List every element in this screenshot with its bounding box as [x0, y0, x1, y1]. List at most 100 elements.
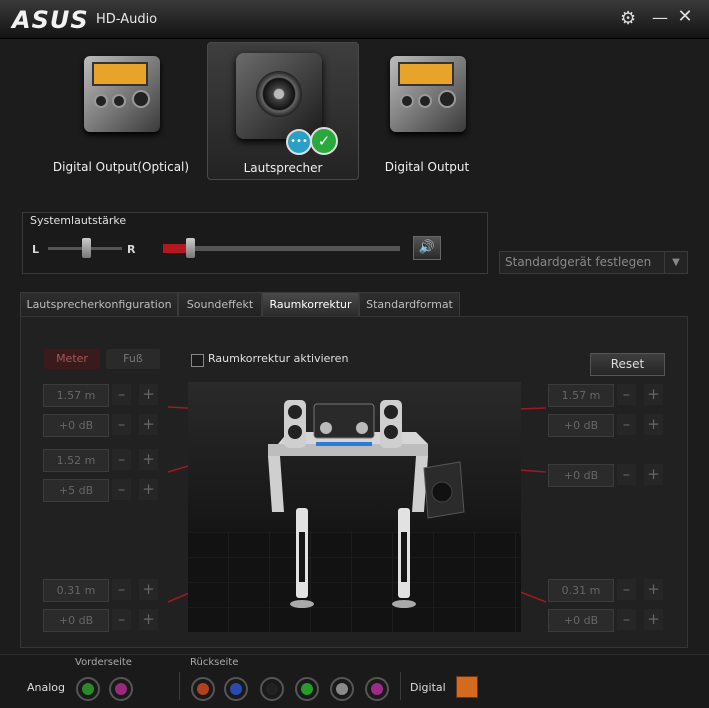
- enable-room-correction-checkbox[interactable]: [191, 354, 204, 367]
- rear-right-distance-field[interactable]: 0.31 m: [548, 579, 614, 602]
- digital-label: Digital: [410, 681, 446, 694]
- rear-left-distance-minus[interactable]: –: [112, 579, 131, 600]
- speaker-setup-graphic: [268, 400, 465, 608]
- jack-color: [115, 683, 127, 695]
- tab-lautsprecherkonfiguration[interactable]: Lautsprecherkonfiguration: [20, 292, 178, 316]
- rear-jack-blue[interactable]: [224, 677, 248, 701]
- rear-right-gain-minus[interactable]: –: [617, 609, 636, 630]
- volume-title: Systemlautstärke: [30, 214, 127, 227]
- window-title: HD-Audio: [96, 12, 158, 27]
- close-button[interactable]: ✕: [677, 6, 693, 27]
- asus-logo: ASUS: [12, 6, 89, 34]
- rear-jack-gray[interactable]: [330, 677, 354, 701]
- front-right-distance-plus[interactable]: +: [644, 384, 663, 405]
- rear-jack-pink[interactable]: [365, 677, 389, 701]
- front-left-gain-field[interactable]: +0 dB: [43, 414, 109, 437]
- jack-color: [336, 683, 348, 695]
- digital-output-icon: [84, 56, 160, 132]
- device-lautsprecher[interactable]: ••• ✓ Lautsprecher: [207, 42, 359, 180]
- front-left-gain-minus[interactable]: –: [112, 414, 131, 435]
- rear-right-gain-plus[interactable]: +: [644, 609, 663, 630]
- default-device-label: Standardgerät festlegen: [505, 255, 652, 269]
- front-right-distance-minus[interactable]: –: [617, 384, 636, 405]
- rear-left-distance-plus[interactable]: +: [139, 579, 158, 600]
- subwoofer-graphic: [423, 461, 465, 519]
- center-distance-field[interactable]: 1.52 m: [43, 449, 109, 472]
- chevron-down-icon: ▼: [664, 252, 687, 273]
- volume-slider-fill: [163, 244, 189, 253]
- volume-slider-thumb[interactable]: [186, 238, 195, 258]
- front-left-distance-minus[interactable]: –: [112, 384, 131, 405]
- jack-color: [301, 683, 313, 695]
- center-distance-plus[interactable]: +: [139, 449, 158, 470]
- mute-button[interactable]: 🔊: [413, 236, 441, 260]
- rear-right-distance-plus[interactable]: +: [644, 579, 663, 600]
- rear-left-gain-field[interactable]: +0 dB: [43, 609, 109, 632]
- center-speaker-graphic: [313, 403, 375, 446]
- device-label: Lautsprecher: [243, 161, 323, 175]
- reset-button[interactable]: Reset: [590, 353, 665, 376]
- center-gain-field[interactable]: +5 dB: [43, 479, 109, 502]
- front-right-distance-field[interactable]: 1.57 m: [548, 384, 614, 407]
- digital-output-icon: [390, 56, 466, 132]
- jack-separator: [179, 672, 180, 700]
- center-distance-minus[interactable]: –: [112, 449, 131, 470]
- tab-standardformat[interactable]: Standardformat: [359, 292, 460, 316]
- balance-left-label: L: [32, 243, 40, 256]
- enable-room-correction-label: Raumkorrektur aktivieren: [208, 352, 349, 365]
- rear-jack-green[interactable]: [295, 677, 319, 701]
- rear-jack-black[interactable]: [260, 677, 284, 701]
- device-digital-output[interactable]: Digital Output: [352, 42, 502, 178]
- front-jack-pink[interactable]: [109, 677, 133, 701]
- balance-slider-thumb[interactable]: [82, 238, 91, 258]
- front-right-gain-field[interactable]: +0 dB: [548, 414, 614, 437]
- front-left-distance-plus[interactable]: +: [139, 384, 158, 405]
- volume-slider-track[interactable]: [163, 246, 400, 251]
- subwoofer-gain-plus[interactable]: +: [644, 464, 663, 485]
- jack-color: [82, 683, 94, 695]
- default-device-dropdown[interactable]: Standardgerät festlegen ▼: [499, 251, 688, 274]
- room-floor: [188, 532, 521, 632]
- minimize-button[interactable]: —: [652, 8, 668, 27]
- front-right-gain-plus[interactable]: +: [644, 414, 663, 435]
- subwoofer-gain-minus[interactable]: –: [617, 464, 636, 485]
- front-right-speaker-graphic: [380, 400, 402, 448]
- front-left-gain-plus[interactable]: +: [139, 414, 158, 435]
- rear-jack-orange[interactable]: [191, 677, 215, 701]
- speaker-volume-icon: 🔊: [418, 240, 436, 255]
- speaker-icon: [236, 53, 322, 139]
- volume-panel: [22, 212, 488, 274]
- front-jack-green[interactable]: [76, 677, 100, 701]
- analog-label: Analog: [27, 681, 66, 694]
- rear-left-gain-plus[interactable]: +: [139, 609, 158, 630]
- front-right-gain-minus[interactable]: –: [617, 414, 636, 435]
- room-illustration: [188, 382, 521, 632]
- title-bar: [0, 0, 709, 39]
- rear-left-distance-field[interactable]: 0.31 m: [43, 579, 109, 602]
- checkmark-icon: ✓: [310, 127, 338, 155]
- rear-right-speaker-graphic: [392, 508, 416, 608]
- front-jacks-label: Vorderseite: [75, 657, 132, 668]
- jack-color: [230, 683, 242, 695]
- center-gain-plus[interactable]: +: [139, 479, 158, 500]
- rear-jacks-label: Rückseite: [190, 657, 239, 668]
- unit-foot-button[interactable]: Fuß: [106, 349, 160, 369]
- jack-color: [371, 683, 383, 695]
- rear-right-gain-field[interactable]: +0 dB: [548, 609, 614, 632]
- jack-color: [197, 683, 209, 695]
- gear-icon[interactable]: ⚙: [620, 8, 637, 29]
- tab-soundeffekt[interactable]: Soundeffekt: [178, 292, 262, 316]
- device-label: Digital Output(Optical): [52, 160, 190, 174]
- rear-left-gain-minus[interactable]: –: [112, 609, 131, 630]
- jack-separator: [400, 672, 401, 700]
- subwoofer-gain-field[interactable]: +0 dB: [548, 464, 614, 487]
- rear-right-distance-minus[interactable]: –: [617, 579, 636, 600]
- center-gain-minus[interactable]: –: [112, 479, 131, 500]
- rear-left-speaker-graphic: [290, 508, 314, 608]
- tab-raumkorrektur[interactable]: Raumkorrektur: [262, 292, 359, 316]
- front-left-distance-field[interactable]: 1.57 m: [43, 384, 109, 407]
- balance-right-label: R: [127, 243, 136, 256]
- device-digital-output-optical[interactable]: Digital Output(Optical): [46, 42, 196, 178]
- unit-meter-button[interactable]: Meter: [44, 349, 100, 369]
- digital-output-port-icon[interactable]: [456, 676, 478, 698]
